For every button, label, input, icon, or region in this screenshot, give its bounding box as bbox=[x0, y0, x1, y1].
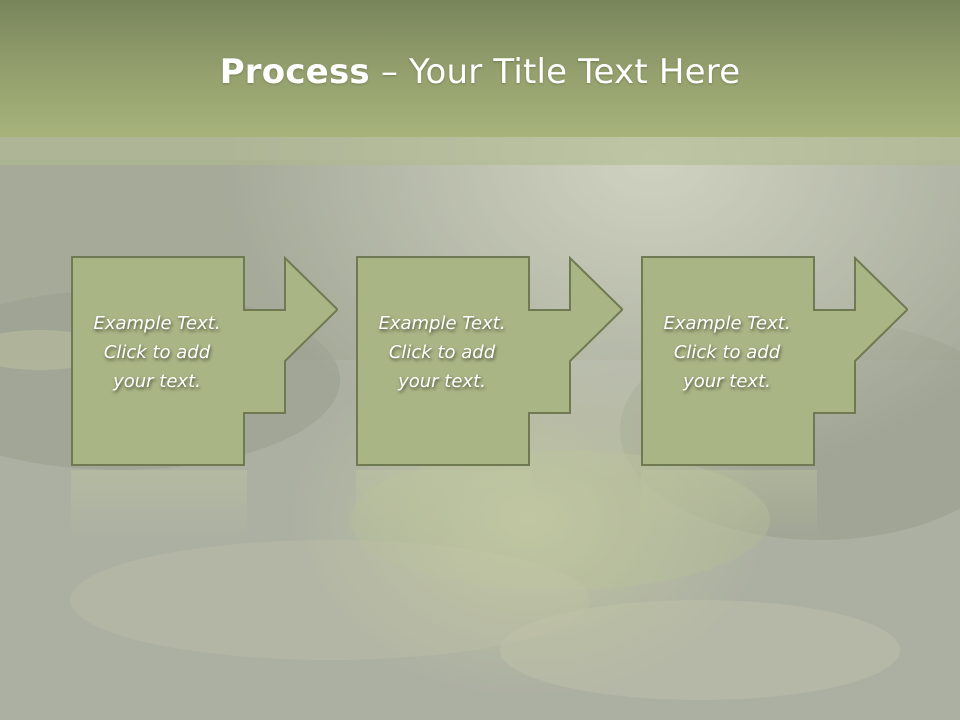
slide-title[interactable]: Process – Your Title Text Here bbox=[0, 52, 960, 92]
step-reflection bbox=[641, 470, 817, 540]
process-step-1[interactable]: Example Text. Click to add your text. bbox=[71, 255, 341, 468]
step-line: your text. bbox=[398, 371, 486, 392]
step-line: Click to add bbox=[673, 342, 781, 363]
step-arrow-shape bbox=[641, 255, 908, 466]
step-line: your text. bbox=[683, 371, 771, 392]
step-text: Example Text. Click to add your text. bbox=[75, 309, 239, 396]
step-line: Click to add bbox=[388, 342, 496, 363]
step-line: Example Text. bbox=[93, 313, 221, 334]
step-reflection bbox=[356, 470, 532, 540]
title-bar bbox=[0, 0, 960, 137]
process-step-3[interactable]: Example Text. Click to add your text. bbox=[641, 255, 911, 468]
title-bold: Process bbox=[219, 52, 370, 92]
step-arrow-shape bbox=[356, 255, 623, 466]
step-line: Click to add bbox=[103, 342, 211, 363]
step-text: Example Text. Click to add your text. bbox=[360, 309, 524, 396]
title-band bbox=[0, 137, 960, 165]
step-reflection bbox=[71, 470, 247, 540]
step-line: Example Text. bbox=[378, 313, 506, 334]
step-line: Example Text. bbox=[663, 313, 791, 334]
step-arrow-shape bbox=[71, 255, 338, 466]
title-rest: – Your Title Text Here bbox=[369, 52, 741, 92]
step-line: your text. bbox=[113, 371, 201, 392]
step-text: Example Text. Click to add your text. bbox=[645, 309, 809, 396]
process-step-2[interactable]: Example Text. Click to add your text. bbox=[356, 255, 626, 468]
